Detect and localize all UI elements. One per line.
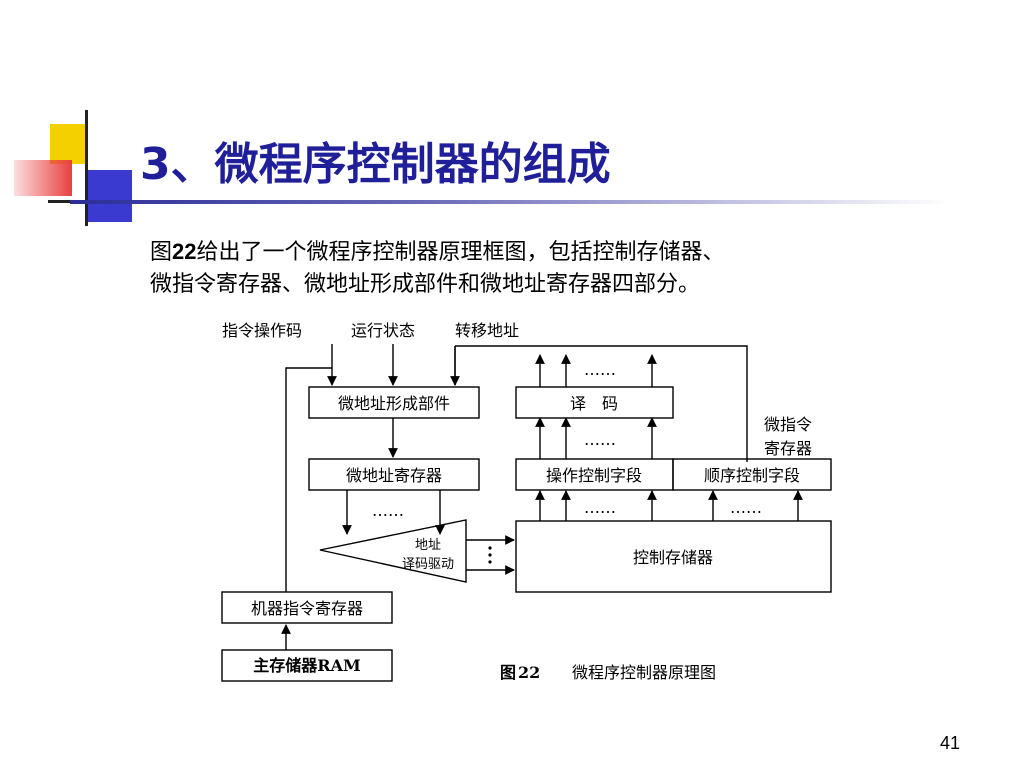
status-input-label: 运行状态	[351, 321, 415, 340]
seq-field-box	[672, 458, 832, 491]
caption-prefix: 图	[500, 663, 516, 682]
red-square-decoration	[14, 160, 72, 196]
title-underline	[70, 200, 950, 204]
decoder-label: 译 码	[570, 394, 618, 413]
driver-triangle	[319, 519, 467, 583]
driver-label-line1: 地址	[415, 538, 441, 553]
page-number: 41	[940, 733, 961, 753]
addr-reg-box	[308, 458, 480, 491]
op-field-source-dots: ……	[584, 498, 616, 517]
ram-box	[221, 649, 393, 682]
ram-label: 主存储器RAM	[253, 656, 360, 675]
caption-number: 22	[518, 663, 540, 682]
addr-gen-box	[308, 386, 480, 419]
ir-box	[221, 591, 393, 624]
intro-line-1: 图22给出了一个微程序控制器原理框图，包括控制存储器、	[150, 234, 725, 266]
blue-square-decoration	[88, 170, 132, 222]
intro-line-1-number: 22	[172, 239, 197, 264]
slide-title: 3、微程序控制器的组成	[140, 139, 611, 190]
addr-reg-label: 微地址寄存器	[346, 466, 442, 485]
decoder-output-dots: ……	[584, 360, 616, 379]
yellow-square-decoration	[50, 124, 86, 164]
caption-text: 微程序控制器原理图	[572, 663, 716, 682]
driver-label-line2: 译码驱动	[402, 557, 454, 572]
op-field-label: 操作控制字段	[546, 466, 642, 485]
opcode-input-label: 指令操作码	[222, 321, 302, 340]
ir-label: 机器指令寄存器	[251, 599, 363, 618]
driver-vertical-dots	[488, 546, 492, 564]
seq-field-label: 顺序控制字段	[704, 466, 800, 485]
mir-label-line1: 微指令	[764, 415, 812, 434]
intro-line-1-rest: 给出了一个微程序控制器原理框图，包括控制存储器、	[196, 240, 725, 265]
seq-feedback-line	[455, 345, 748, 462]
seq-field-source-dots: ……	[730, 498, 762, 517]
vertical-bar-decoration	[85, 110, 88, 226]
mir-label-line2: 寄存器	[764, 439, 812, 458]
intro-line-2: 微指令寄存器、微地址形成部件和微地址寄存器四部分。	[150, 272, 701, 297]
decoder-box	[515, 386, 674, 419]
control-store-box	[515, 520, 832, 593]
ir-to-opcode-line	[285, 367, 332, 592]
addr-gen-label: 微地址形成部件	[338, 394, 450, 413]
control-store-label: 控制存储器	[633, 548, 713, 567]
op-field-input-dots: ……	[584, 430, 616, 449]
intro-line-1-prefix: 图	[150, 240, 173, 265]
addr-reg-output-dots: ……	[372, 501, 404, 520]
branch-input-label: 转移地址	[455, 321, 519, 340]
